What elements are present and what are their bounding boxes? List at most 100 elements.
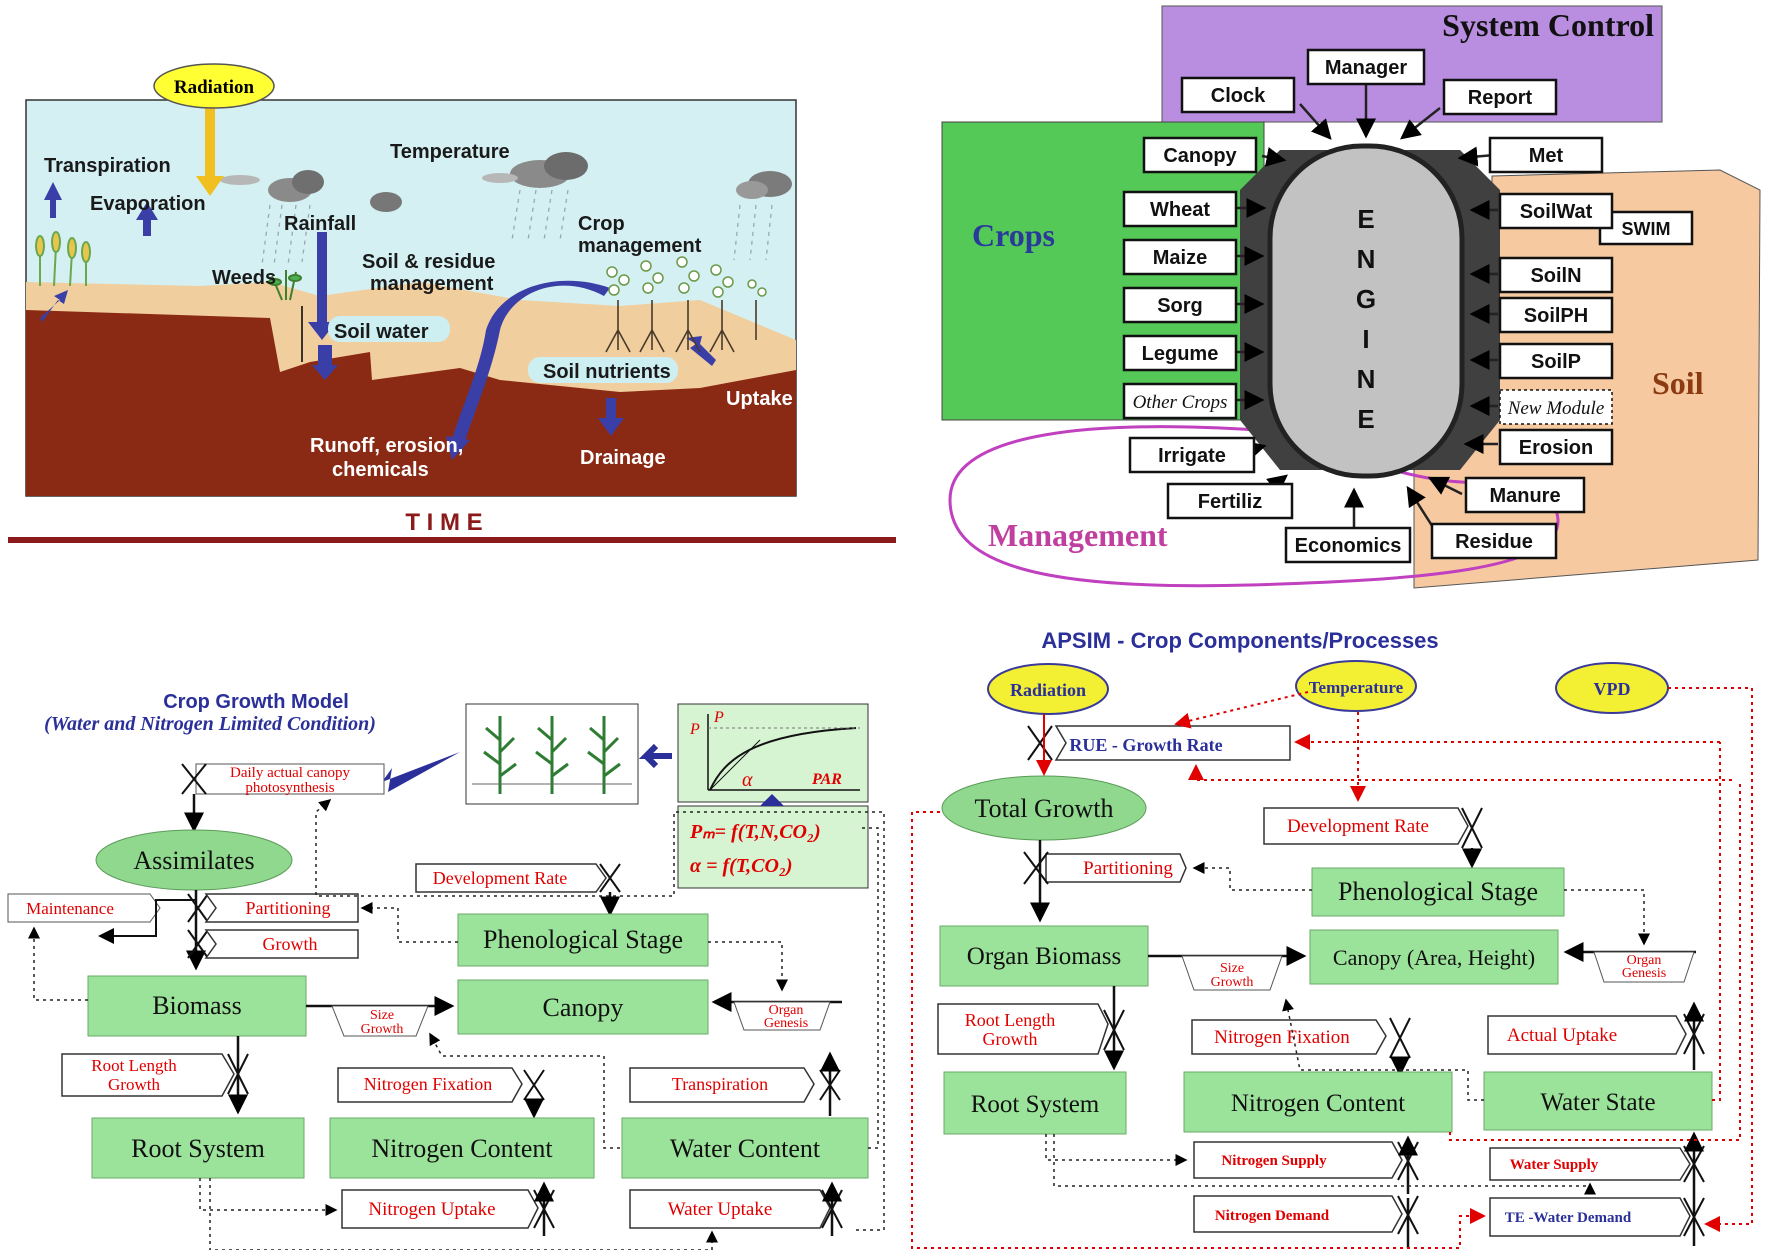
pm-equation: Pₘ= f(T,N,CO₂) [689,821,821,843]
soilp-label: SoilP [1531,351,1581,373]
alpha-label: α [742,769,753,791]
water-content-label: Water Content [670,1134,821,1163]
soiln-box [1498,256,1614,294]
erosion-box [1498,428,1614,466]
ccp-root-length-label-2: Growth [983,1029,1038,1049]
radiation-beam [205,96,215,180]
ccp-partitioning-box [1045,853,1187,883]
equation-link-arrow [760,794,784,806]
ccp-root-length-box [937,1003,1109,1055]
water-supply-box [1489,1147,1691,1181]
transpiration-box [629,1067,815,1103]
water-uptake-box [629,1189,831,1229]
biomass-label: Biomass [152,991,242,1020]
ccp-nitrogen-fixation-valve [1389,1017,1411,1059]
wheat-box [1122,190,1238,228]
phenological-stage-node [457,913,709,967]
organ-biomass-label: Organ Biomass [967,943,1121,970]
engine-letter: N [1357,244,1376,274]
nitrogen-uptake-box [341,1189,539,1229]
other-crops-label: Other Crops [1133,392,1228,413]
radiation-label: Radiation [174,77,255,98]
runoff-label-2: chemicals [332,459,429,481]
light-response-curve-box [677,703,869,803]
partitioning-label: Partitioning [246,898,331,918]
crop-growth-model-panel: Crop Growth Model (Water and Nitrogen Li… [7,691,885,1250]
soilp-box [1498,342,1614,380]
ccp-nitrogen-content-label: Nitrogen Content [1231,1090,1405,1117]
soil-residue-label-1: Soil & residue [362,251,495,273]
size-growth-label-1: Size [370,1008,394,1023]
root-length-label-2: Growth [108,1075,160,1094]
transpiration-arrow [44,182,62,218]
te-water-demand-box [1489,1197,1691,1237]
cgm-subtitle: (Water and Nitrogen Limited Condition) [44,713,376,735]
size-growth-label-2: Growth [361,1022,404,1037]
maintenance-flow [98,899,196,944]
infiltration-arrow [312,345,338,380]
daily-photosynthesis-valve [181,763,207,795]
total-growth-label: Total Growth [975,794,1114,823]
ccp-nitrogen-fixation-box [1191,1019,1387,1055]
nitrogen-content-node [329,1117,595,1179]
phenological-stage-label: Phenological Stage [483,925,683,954]
wheat-label: Wheat [1150,199,1210,221]
rue-box [1054,725,1291,761]
assimilates-label: Assimilates [133,846,254,875]
fertiliz-label: Fertiliz [1198,491,1262,513]
legume-box [1122,334,1238,372]
partitioning-box [204,893,359,923]
radiation-ellipse [153,63,275,109]
maize-label: Maize [1153,247,1207,269]
daily-photosynthesis-label-2: photosynthesis [245,780,334,796]
water-supply-label: Water Supply [1510,1157,1599,1173]
water-uptake-label: Water Uptake [668,1199,773,1220]
assimilates-node [95,829,293,891]
size-growth-valve [331,1005,429,1037]
nitrogen-demand-label: Nitrogen Demand [1215,1208,1330,1224]
soil-residue-label-2: management [370,273,494,295]
photosynthesis-arrow [382,752,460,792]
apsim-engine-panel: System Control Crops Soil Management E N… [941,5,1761,589]
time-label: T I M E [405,509,482,536]
root-system-node [91,1117,305,1179]
ccp-canopy-node [1309,929,1559,985]
canopy-node [457,979,709,1035]
ccp-development-rate-box [1263,807,1469,845]
rue-valve [1027,725,1053,761]
canopy-label: Canopy [1163,145,1237,167]
par-label: PAR [811,771,842,788]
temperature-driver [1295,660,1417,712]
nitrogen-uptake-label: Nitrogen Uptake [368,1199,495,1220]
water-state-label: Water State [1540,1089,1655,1116]
water-content-node [621,1117,869,1179]
soil-title: Soil [1652,365,1704,401]
soil-nutrients-label: Soil nutrients [543,361,671,383]
alpha-equation: α = f(T,CO₂) [690,855,793,877]
ccp-nitrogen-content-node [1183,1071,1453,1133]
ccp-canopy-label: Canopy (Area, Height) [1333,945,1535,970]
development-rate-label: Development Rate [433,868,567,888]
erosion-label: Erosion [1519,437,1593,459]
ccp-root-system-label: Root System [971,1091,1100,1118]
equation-box [677,805,869,889]
radiation-arrowhead [196,176,224,196]
manure-box [1464,476,1586,514]
development-rate-valve [599,863,621,893]
root-length-label-1: Root Length [91,1056,177,1075]
rainfall-label: Rainfall [284,213,356,235]
fertiliz-box [1166,482,1294,520]
actual-uptake-box [1487,1015,1687,1055]
ccp-radiation-label: Radiation [1010,680,1086,700]
ccp-root-system-node [943,1071,1127,1135]
biomass-node [87,975,307,1037]
ccp-vpd-label: VPD [1594,679,1631,699]
uptake-left-arrow [40,290,68,322]
ccp-development-rate-valve [1461,807,1483,849]
ccp-size-growth-label-1: Size [1220,961,1244,976]
organ-genesis-label-2: Genesis [764,1016,808,1031]
soilph-box [1498,296,1614,334]
landscape-panel: Radiation [8,63,896,543]
uptake-label: Uptake [726,388,793,410]
